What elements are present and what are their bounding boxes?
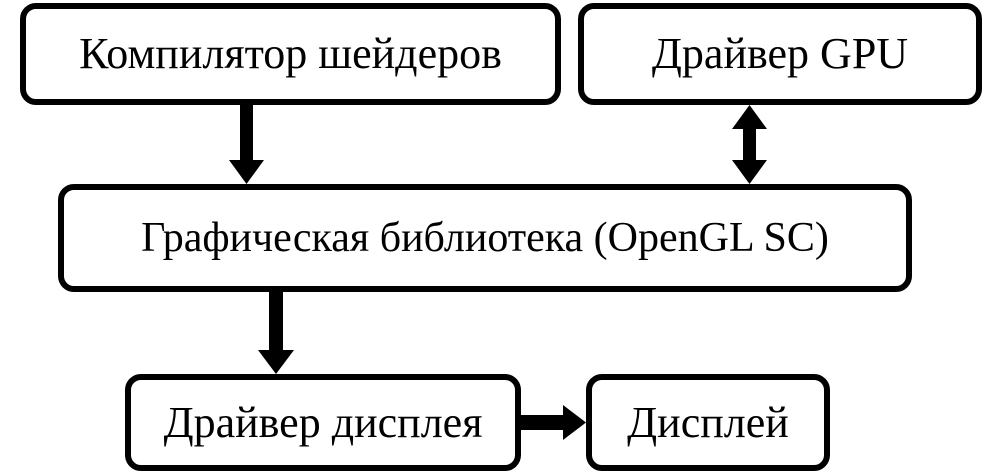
arrow-display-driver-to-display — [521, 405, 586, 440]
display-label: Дисплей — [627, 397, 789, 447]
display-node: Дисплей — [586, 374, 830, 471]
arrow-compiler-to-library — [229, 105, 264, 184]
display-driver-label: Драйвер дисплея — [163, 397, 483, 447]
shader-compiler-label: Компилятор шейдеров — [79, 29, 502, 78]
gpu-driver-label: Драйвер GPU — [651, 29, 909, 78]
arrow-library-to-display-driver — [258, 292, 294, 374]
shader-compiler-node: Компилятор шейдеров — [20, 3, 561, 105]
graphics-library-node: Графическая библиотека (OpenGL SC) — [58, 184, 912, 292]
arrow-gpu-library-bidirectional — [732, 105, 767, 184]
display-driver-node: Драйвер дисплея — [125, 374, 521, 471]
graphics-library-label: Графическая библиотека (OpenGL SC) — [141, 215, 829, 261]
gpu-driver-node: Драйвер GPU — [578, 3, 982, 105]
